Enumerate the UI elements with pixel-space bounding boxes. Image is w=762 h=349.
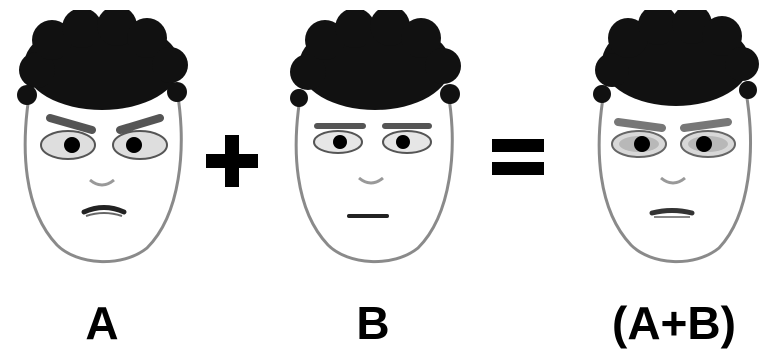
equals-icon xyxy=(492,139,544,175)
face-a-hair xyxy=(17,10,188,110)
face-c-mouth xyxy=(649,208,695,216)
face-c-head-outline xyxy=(597,91,752,264)
face-c-hair xyxy=(593,10,759,106)
face-b-head-outline xyxy=(294,91,454,264)
face-c-left-eyebrow xyxy=(614,118,666,132)
face-a-left-eyebrow xyxy=(46,114,96,134)
face-a-right-eyebrow xyxy=(116,114,164,134)
face-c-nose xyxy=(660,176,686,185)
plus-icon xyxy=(206,135,258,187)
face-b-nose xyxy=(358,176,384,185)
label-b: B xyxy=(356,297,390,349)
face-c-right-eyebrow xyxy=(680,118,732,132)
label-a-plus-b: (A+B) xyxy=(612,297,736,349)
face-b-neutral xyxy=(283,10,463,272)
label-a: A xyxy=(85,297,119,349)
face-a-angry xyxy=(12,10,192,272)
face-a-nose xyxy=(89,178,115,187)
face-b-hair xyxy=(290,10,461,110)
face-a-mouth xyxy=(81,205,127,215)
face-c-blended xyxy=(584,10,762,272)
